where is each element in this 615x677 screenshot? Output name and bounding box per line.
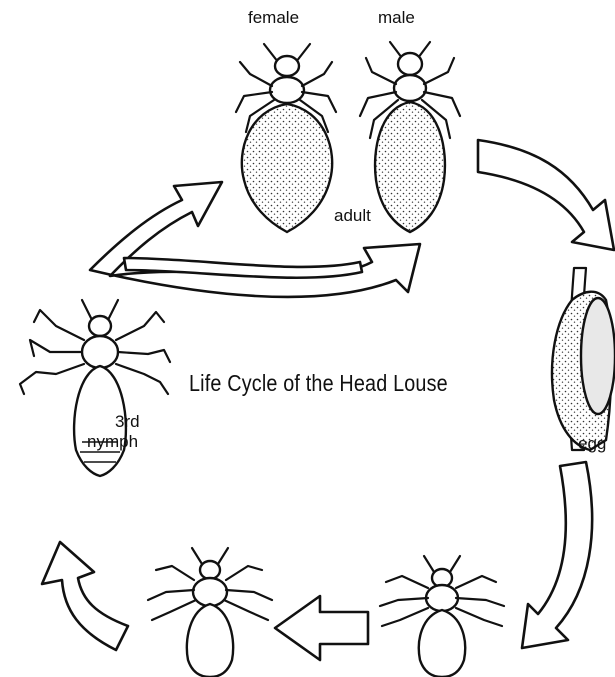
first-nymph-louse-illustration xyxy=(380,556,504,677)
label-female: female xyxy=(248,8,299,28)
adult-female-louse-illustration xyxy=(236,44,336,232)
cycle-arrow-adult-to-egg xyxy=(478,140,614,250)
cycle-arrow-nymph1-to-nymph2 xyxy=(275,596,368,660)
label-egg: egg xyxy=(578,434,606,454)
second-nymph-louse-illustration xyxy=(148,548,272,677)
label-male: male xyxy=(378,8,415,28)
label-adult: adult xyxy=(334,206,371,226)
egg-on-hair-illustration xyxy=(552,268,615,450)
label-third-nymph-line2: nymph xyxy=(87,432,138,452)
adult-male-louse-illustration xyxy=(360,42,460,232)
cycle-arrow-nymph2-to-nymph3 xyxy=(42,542,128,650)
label-third-nymph-line1: 3rd xyxy=(115,412,140,432)
diagram-title: Life Cycle of the Head Louse xyxy=(189,370,448,396)
cycle-arrow-egg-to-nymph1 xyxy=(522,462,592,648)
